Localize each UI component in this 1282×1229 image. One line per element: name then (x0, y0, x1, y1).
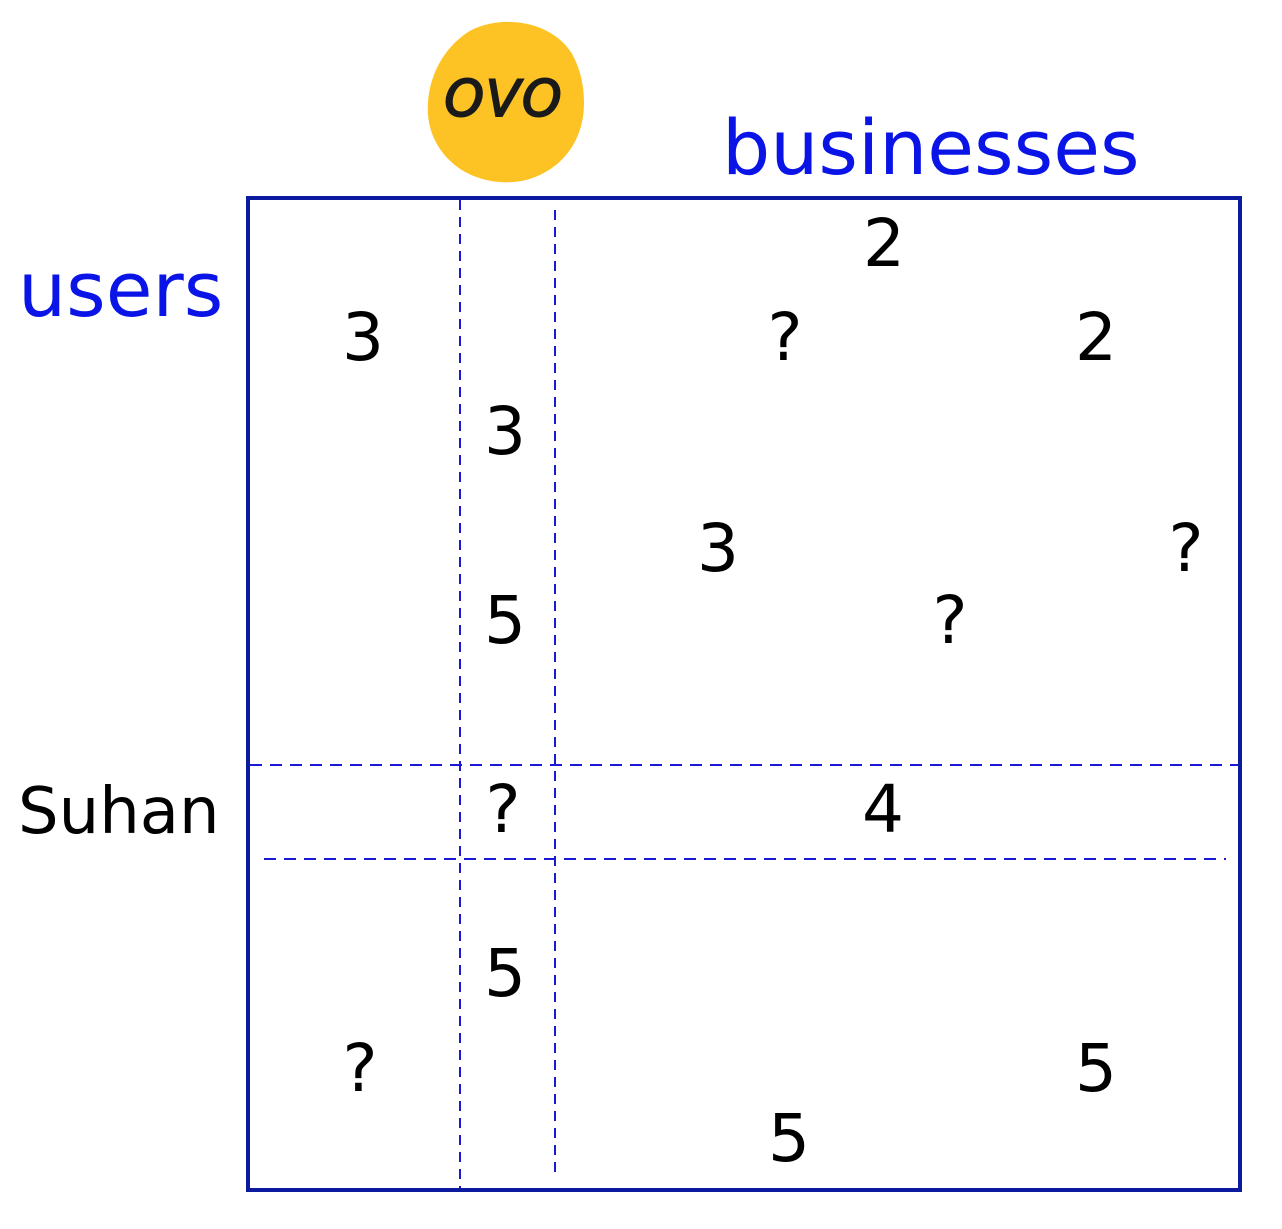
businesses-axis-label: businesses (722, 103, 1140, 192)
rating-cell: ? (1168, 510, 1204, 587)
rating-cell: ? (342, 1030, 378, 1107)
rating-cell: 5 (768, 1100, 810, 1177)
rating-cell: 2 (1075, 299, 1117, 376)
rating-cell: 5 (484, 582, 526, 659)
rating-cell: ? (767, 299, 803, 376)
logo-blob (427, 21, 584, 183)
rating-cell: 3 (697, 510, 739, 587)
rating-cell: 3 (342, 299, 384, 376)
rating-cell: 5 (484, 935, 526, 1012)
users-axis-label: users (18, 245, 224, 334)
suhan-row-label: Suhan (18, 775, 220, 849)
rating-cell: 4 (862, 771, 904, 848)
rating-cell: ? (932, 582, 968, 659)
rating-cell: ? (485, 771, 521, 848)
logo-text: OVO (445, 70, 564, 128)
matrix-frame (246, 196, 1242, 1192)
ovo-logo: OVO (427, 21, 584, 183)
rating-cell: 5 (1075, 1030, 1117, 1107)
rating-cell: 3 (484, 393, 526, 470)
rating-cell: 2 (863, 205, 905, 282)
